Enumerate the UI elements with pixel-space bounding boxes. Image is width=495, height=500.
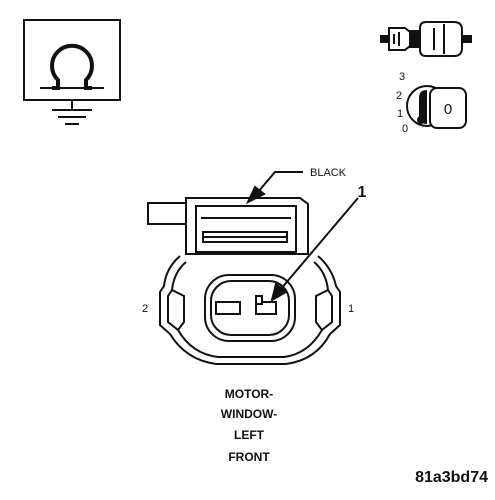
connector-color-label: BLACK (310, 167, 347, 179)
connector-body (147, 197, 341, 365)
connector-plug-icon (380, 21, 472, 57)
caption-line-3: LEFT (234, 428, 265, 442)
reference-code: 81a3bd74 (415, 469, 488, 486)
ignition-position-1: 1 (397, 108, 403, 120)
callout-pin-number: 1 (358, 184, 367, 201)
ignition-position-2: 2 (396, 90, 402, 102)
pin-2-label: 2 (142, 303, 148, 315)
ohm-ground-icon (23, 19, 121, 125)
caption-line-4: FRONT (228, 450, 270, 464)
caption-line-1: MOTOR- (225, 387, 273, 401)
ignition-position-0: 0 (402, 123, 408, 135)
key-label: 0 (444, 101, 452, 118)
pin-callout-arrow (270, 197, 359, 303)
ignition-key-icon (406, 85, 467, 129)
pin-1-label: 1 (348, 303, 354, 315)
ignition-position-3: 3 (399, 71, 405, 83)
caption-line-2: WINDOW- (221, 407, 277, 421)
